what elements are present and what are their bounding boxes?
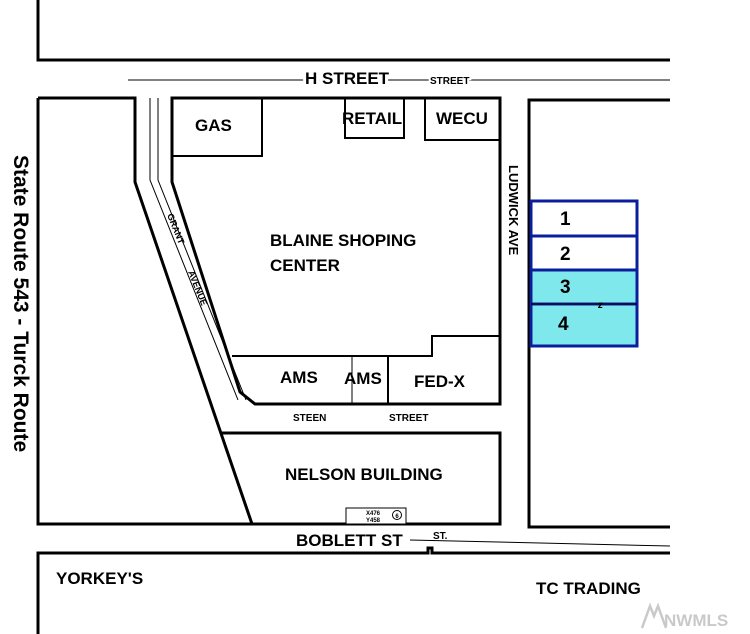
lot-2-label: 2 <box>560 244 571 265</box>
marker-x: X476 <box>366 511 381 517</box>
wecu-label: WECU <box>436 109 488 128</box>
nwmls-logo-icon <box>640 602 668 629</box>
ams-label-2: AMS <box>344 369 382 388</box>
watermark-label: NWMLS <box>664 611 728 630</box>
lot-2 <box>529 234 639 272</box>
boblett-st-label: ST. <box>433 531 448 542</box>
boblett-centerline <box>409 539 671 547</box>
marker-y: Y458 <box>366 518 381 524</box>
shopping-center-label-line2: CENTER <box>270 256 340 275</box>
steen-street-label: STREET <box>389 413 428 424</box>
h-street-small-label: STREET <box>430 76 469 87</box>
shopping-center-outline <box>170 96 502 406</box>
south-strip-outline <box>232 335 500 357</box>
yorkeys-label: YORKEY'S <box>56 569 143 588</box>
retail-label: RETAIL <box>342 109 402 128</box>
nelson-label: NELSON BUILDING <box>285 465 443 484</box>
lots-group: 1 2 3 4 z <box>529 199 639 348</box>
state-route-label: State Route 543 - Turck Route <box>9 155 32 452</box>
ams-label-1: AMS <box>280 368 318 387</box>
lot-3-4-fill <box>531 270 637 346</box>
lot-break-mark: z <box>597 300 603 311</box>
survey-marker <box>345 507 407 525</box>
boblett-label: BOBLETT ST <box>296 531 403 550</box>
h-street-label: H STREET <box>305 69 390 88</box>
lot-1 <box>529 199 639 238</box>
marker-badge-label: 6 <box>395 514 399 520</box>
west-block-outline <box>36 96 254 526</box>
wecu-building <box>424 98 500 141</box>
north-block-outline <box>36 0 670 62</box>
fedx-label: FED-X <box>414 372 466 391</box>
ludwick-ave-label: LUDWICK AVE <box>506 165 521 256</box>
lot-1-label: 1 <box>560 209 571 230</box>
steen-label: STEEN <box>293 413 326 424</box>
marker-badge <box>392 510 402 520</box>
gas-building <box>171 97 263 157</box>
grant-avenue-line-1 <box>149 98 239 401</box>
east-block-outline <box>527 98 670 529</box>
gas-label: GAS <box>195 116 232 135</box>
lot-3-label: 3 <box>560 277 571 298</box>
lot-4-label: 4 <box>558 314 569 335</box>
shopping-center-label-line1: BLAINE SHOPING <box>270 231 416 250</box>
south-block-outline <box>36 546 670 634</box>
grant-avenue-line-2 <box>157 98 247 401</box>
nwmls-watermark: NWMLS <box>640 602 728 630</box>
tc-trading-label: TC TRADING <box>536 579 641 598</box>
retail-building <box>344 98 405 139</box>
